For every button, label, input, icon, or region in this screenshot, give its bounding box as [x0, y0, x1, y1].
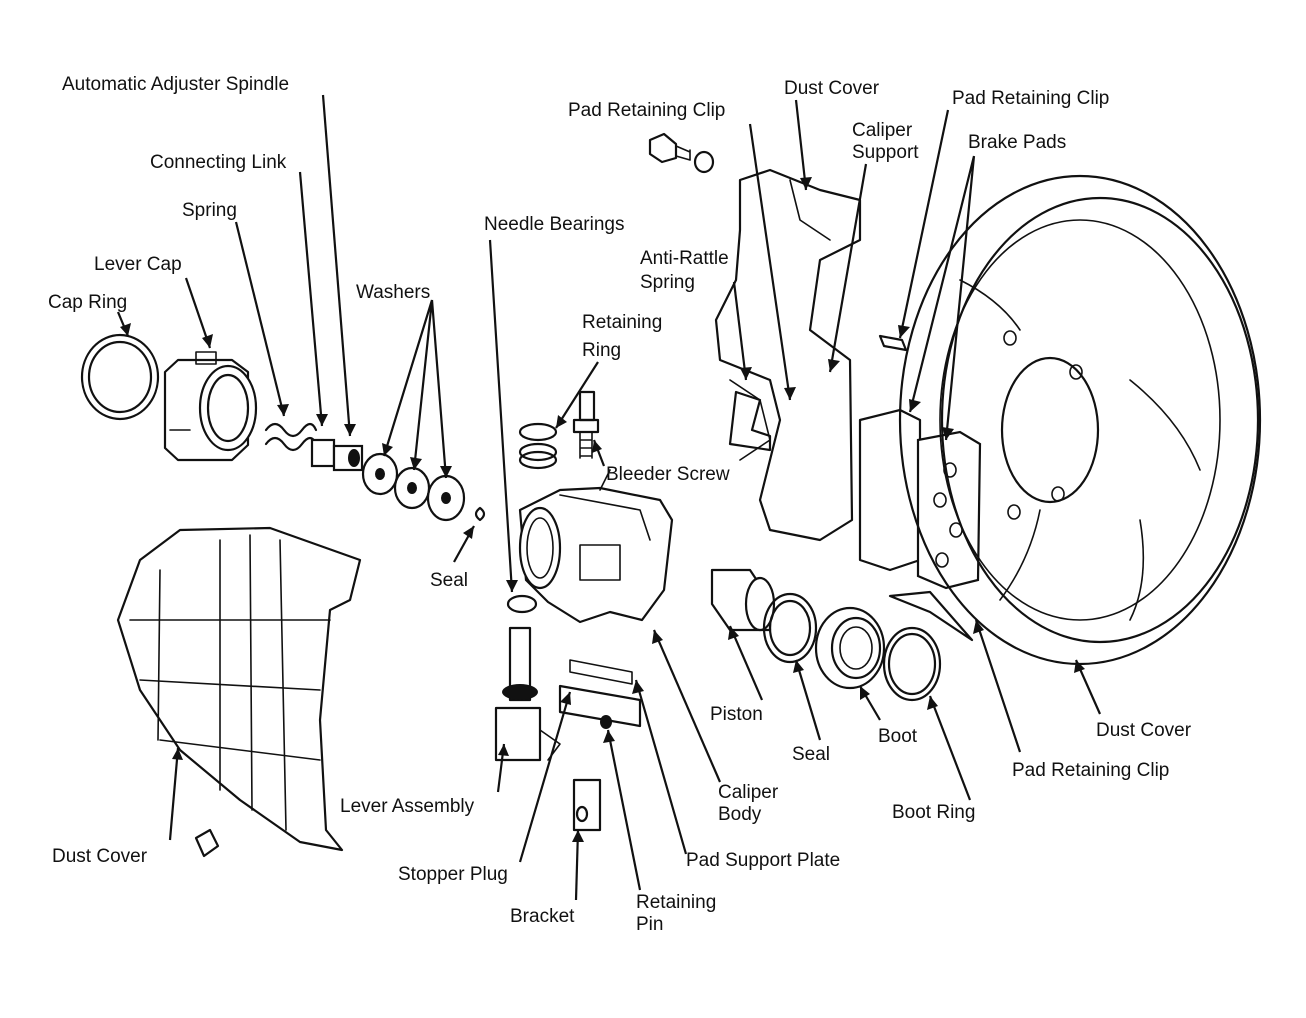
- label-caliper-support-line1: Caliper: [852, 120, 913, 141]
- label-dust-cover-right: Dust Cover: [1096, 720, 1192, 741]
- adjuster-spindle-part: [310, 438, 364, 472]
- label-lever-assembly: Lever Assembly: [340, 796, 475, 817]
- label-boot: Boot: [878, 726, 918, 747]
- label-caliper-body-line1: Caliper: [718, 782, 779, 803]
- anti-rattle-spring-part: [728, 390, 772, 452]
- pad-retaining-clip-top-part: [878, 334, 908, 352]
- bolt-part: [648, 132, 715, 174]
- cap-ring-part: [80, 333, 160, 421]
- boot-part: [814, 606, 886, 690]
- label-cap-ring: Cap Ring: [48, 292, 127, 313]
- bleeder-screw-part: [572, 390, 600, 459]
- label-connecting-link: Connecting Link: [150, 152, 287, 173]
- pad-retaining-clip-bottom-part: [888, 590, 974, 642]
- dust-cover-right-part: [898, 174, 1262, 666]
- needle-bearing-part: [506, 594, 538, 614]
- label-brake-pads: Brake Pads: [968, 132, 1066, 153]
- lever-assembly-part: [494, 626, 561, 762]
- label-retaining-ring-line1: Retaining: [582, 312, 662, 333]
- label-pad-retaining-clip-top-right: Pad Retaining Clip: [952, 88, 1109, 109]
- caliper-body-part: [518, 469, 674, 624]
- label-caliper-body-line2: Body: [718, 804, 762, 825]
- label-automatic-adjuster-spindle: Automatic Adjuster Spindle: [62, 74, 289, 95]
- washers-part: [361, 452, 466, 522]
- lever-cap-part: [163, 351, 258, 462]
- label-dust-cover-top: Dust Cover: [784, 78, 880, 99]
- label-boot-ring: Boot Ring: [892, 802, 975, 823]
- label-retaining-ring-line2: Ring: [582, 340, 621, 361]
- bracket-part: [572, 778, 602, 832]
- label-anti-rattle-spring-line1: Anti-Rattle: [640, 248, 729, 269]
- label-caliper-support-line2: Support: [852, 142, 919, 163]
- piston-part: [710, 568, 776, 632]
- label-seal-left: Seal: [430, 570, 468, 591]
- label-piston: Piston: [710, 704, 763, 725]
- label-dust-cover-left: Dust Cover: [52, 846, 148, 867]
- brake-pads-part: [858, 408, 982, 590]
- label-bracket: Bracket: [510, 906, 575, 927]
- label-pad-retaining-clip-bottom: Pad Retaining Clip: [1012, 760, 1169, 781]
- label-seal-right: Seal: [792, 744, 830, 765]
- dust-cover-left-part: [116, 526, 362, 858]
- boot-ring-part: [882, 626, 942, 702]
- leader-lines: [116, 94, 1102, 901]
- label-retaining-pin-line2: Pin: [636, 914, 663, 935]
- retaining-ring-part: [518, 422, 558, 470]
- seal-small-part: [474, 506, 486, 522]
- spring-part: [264, 422, 318, 452]
- label-needle-bearings: Needle Bearings: [484, 214, 624, 235]
- label-anti-rattle-spring-line2: Spring: [640, 272, 695, 293]
- label-retaining-pin-line1: Retaining: [636, 892, 716, 913]
- caliper-support-part: [714, 168, 862, 542]
- label-washers: Washers: [356, 282, 430, 303]
- label-pad-support-plate: Pad Support Plate: [686, 850, 840, 871]
- label-spring: Spring: [182, 200, 237, 221]
- label-lever-cap: Lever Cap: [94, 254, 182, 275]
- label-pad-retaining-clip-top-left: Pad Retaining Clip: [568, 100, 725, 121]
- seal-ring-part: [762, 592, 818, 664]
- label-stopper-plug: Stopper Plug: [398, 864, 508, 885]
- label-bleeder-screw: Bleeder Screw: [606, 464, 730, 485]
- pad-support-plate-part: [558, 659, 642, 729]
